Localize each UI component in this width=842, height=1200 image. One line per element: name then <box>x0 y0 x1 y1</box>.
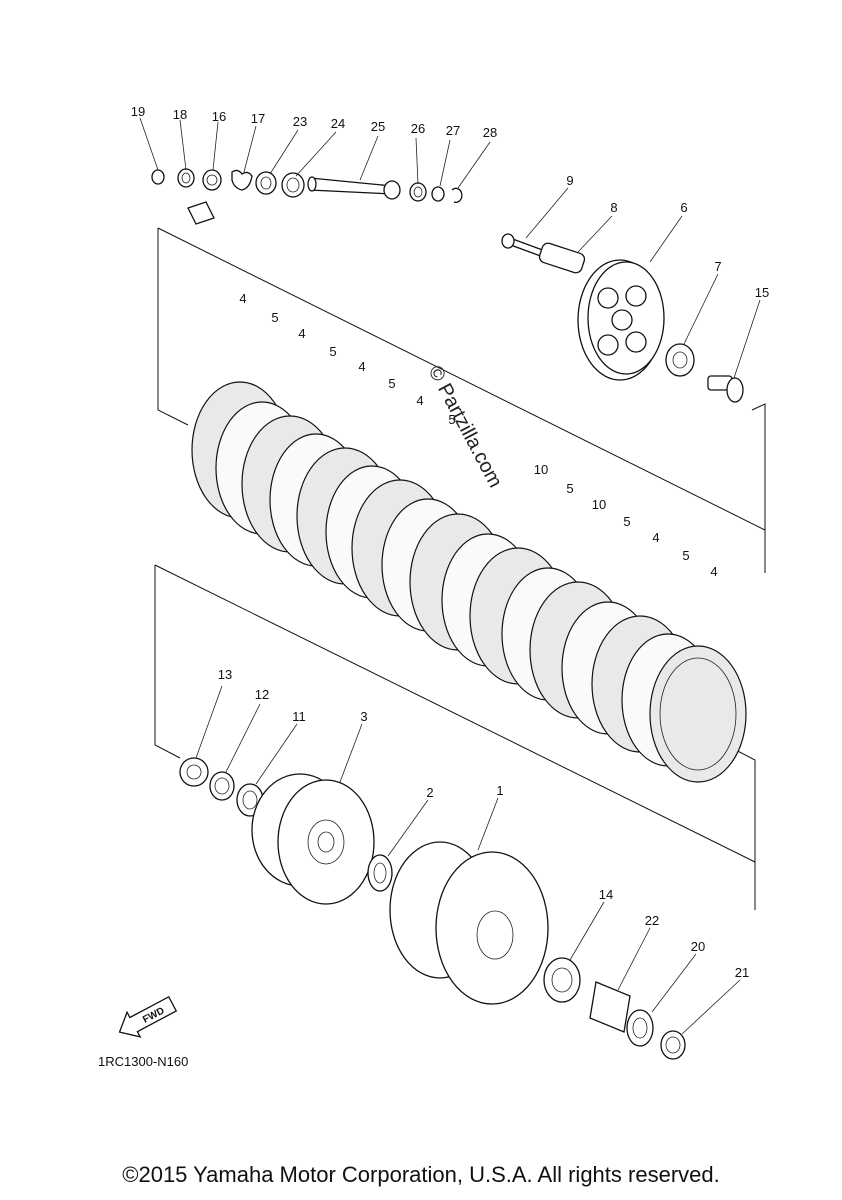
callout-3: 3 <box>360 709 367 724</box>
callout-5: 5 <box>682 548 689 563</box>
callout-9: 9 <box>566 173 573 188</box>
callout-5: 5 <box>271 310 278 325</box>
callout-22: 22 <box>645 913 659 928</box>
callout-15: 15 <box>755 285 769 300</box>
pressure-plate-assembly <box>501 233 744 403</box>
push-rod-assembly <box>151 168 463 225</box>
leader-lines <box>139 117 761 1035</box>
callout-28: 28 <box>483 125 497 140</box>
callout-5: 5 <box>566 481 573 496</box>
callout-5: 5 <box>623 514 630 529</box>
fwd-arrow-icon: FWD <box>118 995 178 1038</box>
callout-4: 4 <box>710 564 717 579</box>
callout-17: 17 <box>251 111 265 126</box>
callout-5: 5 <box>448 412 455 427</box>
callout-10: 10 <box>592 497 606 512</box>
callout-26: 26 <box>411 121 425 136</box>
callout-4: 4 <box>298 326 305 341</box>
callout-11: 11 <box>292 709 306 724</box>
clutch-boss-assembly <box>179 757 686 1060</box>
callout-4: 4 <box>358 359 365 374</box>
copyright-notice: ©2015 Yamaha Motor Corporation, U.S.A. A… <box>122 1162 720 1187</box>
callout-25: 25 <box>371 119 385 134</box>
callout-5: 5 <box>388 376 395 391</box>
callout-23: 23 <box>293 114 307 129</box>
callout-13: 13 <box>218 667 232 682</box>
callout-27: 27 <box>446 123 460 138</box>
callout-12: 12 <box>255 687 269 702</box>
callout-14: 14 <box>599 887 613 902</box>
clutch-plate-stack <box>191 381 747 783</box>
callout-labels: 19 18 16 17 23 24 25 26 27 28 9 8 6 7 15… <box>131 104 769 980</box>
callout-10: 10 <box>534 462 548 477</box>
callout-8: 8 <box>610 200 617 215</box>
callout-18: 18 <box>173 107 187 122</box>
callout-4: 4 <box>416 393 423 408</box>
callout-7: 7 <box>714 259 721 274</box>
callout-16: 16 <box>212 109 226 124</box>
callout-21: 21 <box>735 965 749 980</box>
callout-4: 4 <box>652 530 659 545</box>
callout-6: 6 <box>680 200 687 215</box>
callout-2: 2 <box>426 785 433 800</box>
callout-1: 1 <box>496 783 503 798</box>
callout-20: 20 <box>691 939 705 954</box>
watermark-text: © Partzilla.com <box>424 362 507 491</box>
diagram-code: 1RC1300-N160 <box>98 1054 189 1069</box>
callout-5: 5 <box>329 344 336 359</box>
callout-4: 4 <box>239 291 246 306</box>
callout-19: 19 <box>131 104 145 119</box>
callout-24: 24 <box>331 116 345 131</box>
